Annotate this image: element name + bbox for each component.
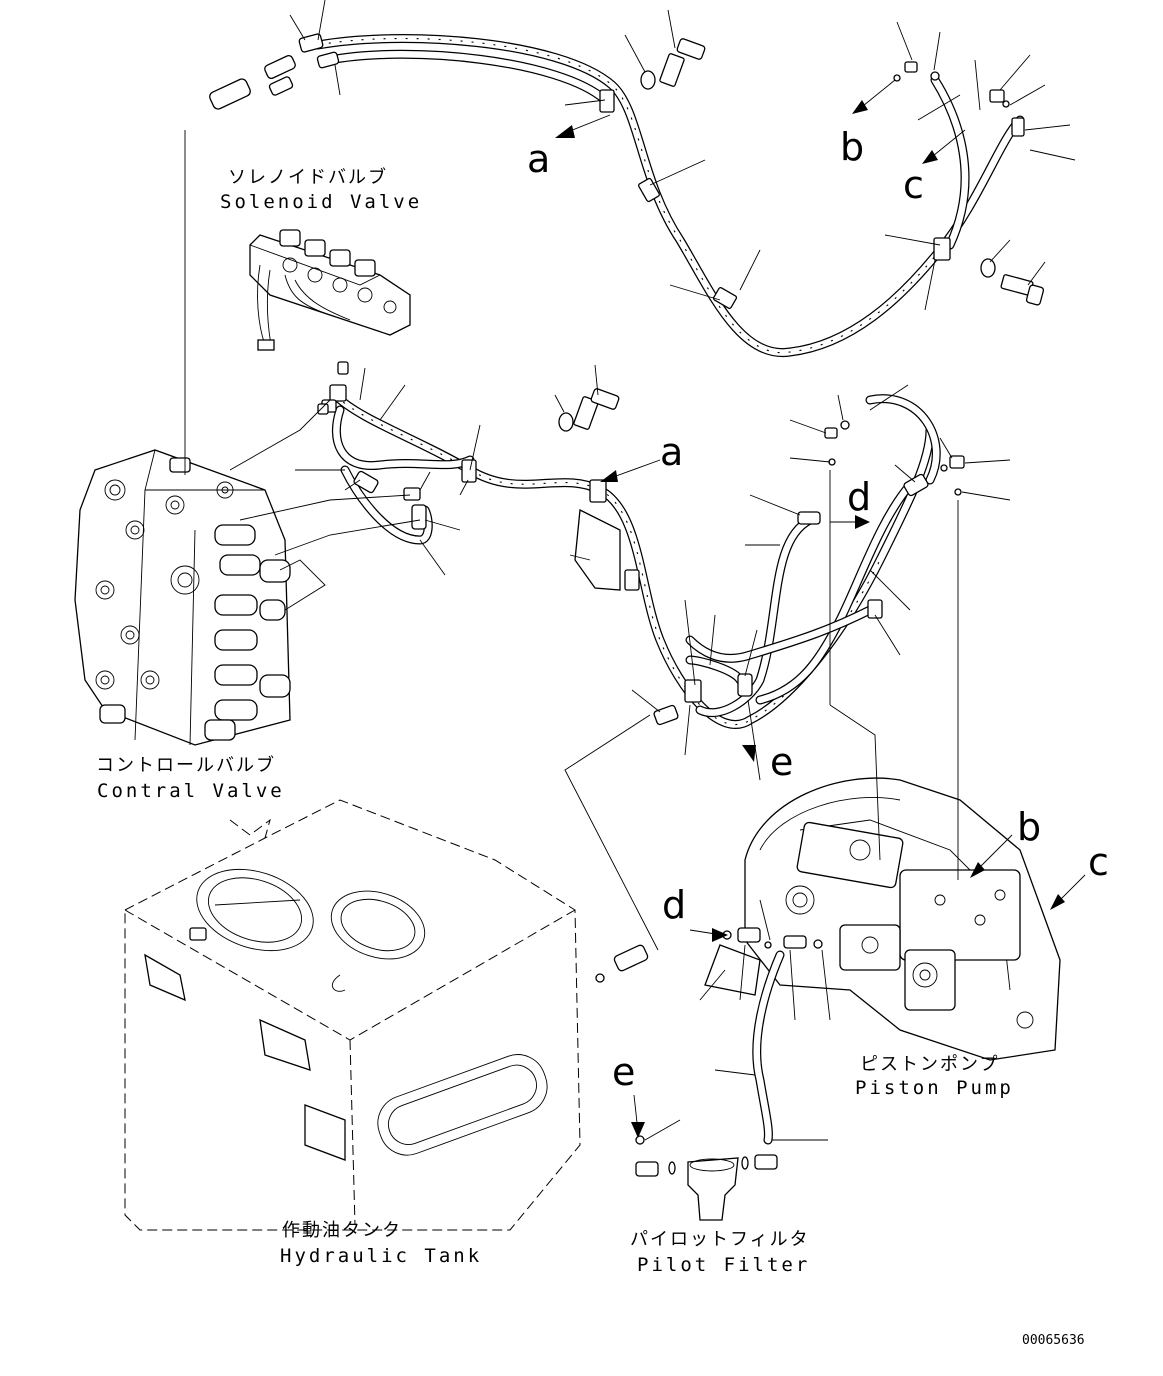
- control-valve-label-en: Contral Valve: [97, 780, 285, 802]
- tank-sensor-line: [564, 714, 659, 983]
- piston-pump-label-en: Piston Pump: [855, 1077, 1014, 1099]
- connection-letter-d-mid: d: [847, 475, 871, 519]
- piston-pump-label-ja: ピストンポンプ: [860, 1054, 999, 1075]
- pilot-filter-label-en: Pilot Filter: [637, 1254, 810, 1276]
- solenoid-valve: ソレノイドバルブ Solenoid Valve: [220, 166, 422, 351]
- hydraulic-tank-label-en: Hydraulic Tank: [280, 1245, 482, 1267]
- piston-pump: ピストンポンプ Piston Pump: [744, 470, 1086, 1099]
- pilot-filter-label-ja: パイロットフィルタ: [630, 1229, 810, 1250]
- connection-letter-b-pump: b: [1017, 805, 1041, 849]
- connection-letter-e-filter: e: [612, 1050, 635, 1094]
- upper-hose-assembly: [209, 0, 1076, 358]
- connection-letter-b-top: b: [840, 125, 864, 169]
- middle-hose-assembly: [295, 361, 1011, 781]
- control-valve-label-ja: コントロールバルブ: [96, 754, 276, 776]
- control-valve: コントロールバルブ Contral Valve: [74, 130, 421, 802]
- connection-letter-e-mid: e: [770, 740, 793, 784]
- connection-letter-a-top: a: [527, 137, 550, 181]
- solenoid-valve-label-en: Solenoid Valve: [220, 191, 422, 213]
- drawing-number: 00065636: [1022, 1333, 1085, 1348]
- connection-letter-c-top: c: [903, 163, 924, 207]
- connection-letters: a b c a d e b c d e: [527, 125, 1109, 1094]
- pilot-filter: パイロットフィルタ Pilot Filter: [630, 1094, 810, 1276]
- hydraulic-tank-label-ja: 作動油タンク: [282, 1220, 402, 1241]
- pump-fittings: [689, 899, 831, 1145]
- solenoid-valve-label-ja: ソレノイドバルブ: [228, 166, 388, 188]
- connection-letter-d-pump: d: [662, 883, 686, 927]
- connection-letter-a-mid: a: [660, 430, 683, 474]
- hydraulic-tank: 作動油タンク Hydraulic Tank: [124, 799, 581, 1267]
- connection-letter-c-pump: c: [1088, 840, 1109, 884]
